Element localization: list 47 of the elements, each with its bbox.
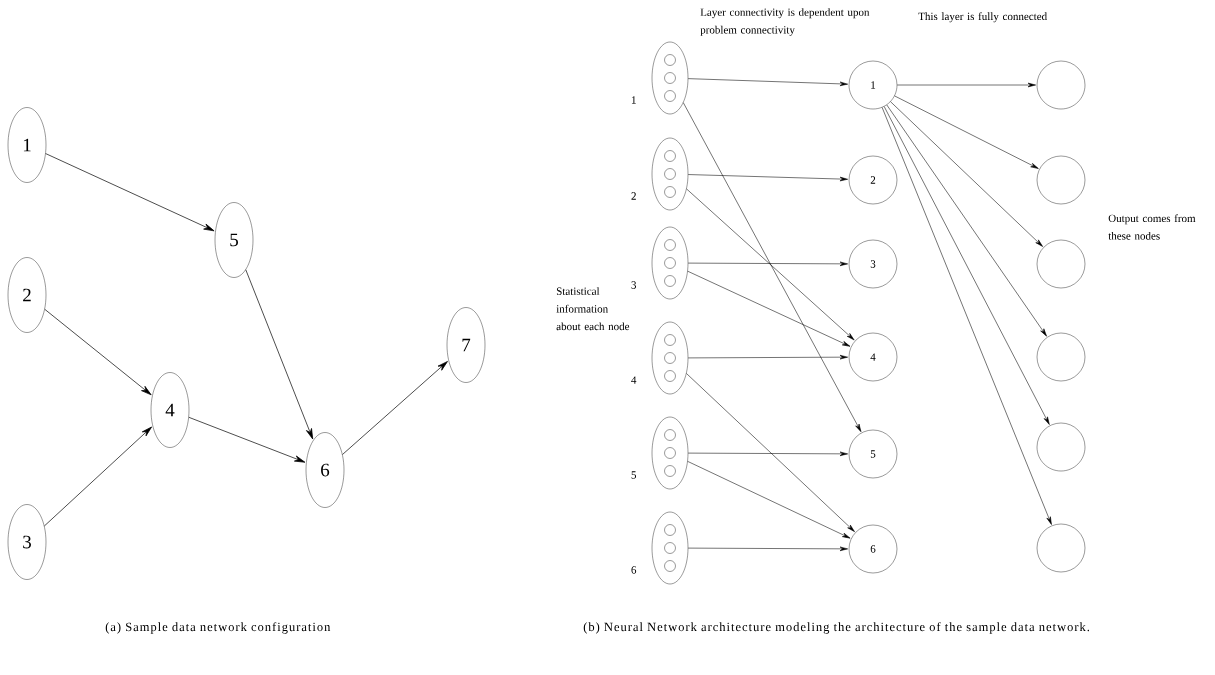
arrow: [245, 269, 314, 440]
annotation-text: Layer connectivity is dependent upon problem connectivity: [700, 8, 870, 36]
input-unit-drawing: [651, 226, 689, 300]
arrow: [44, 426, 152, 527]
caption: (a) Sample data network configuration: [105, 622, 331, 634]
arrow: [883, 106, 1050, 425]
annotation-text: This layer is fully connected: [918, 12, 1047, 23]
output-circle: [1036, 523, 1086, 573]
arrow: [686, 373, 855, 532]
arrow: [894, 95, 1039, 169]
output-circle: [1036, 239, 1086, 289]
arrow: [886, 104, 1047, 337]
input-unit-drawing: [651, 41, 689, 115]
output-circle: [1036, 422, 1086, 472]
unit-number: 2: [631, 192, 636, 200]
arrow: [686, 188, 855, 341]
arrow: [683, 102, 862, 432]
output-circle: [1036, 332, 1086, 382]
arrow: [896, 82, 1036, 88]
unit-number: 3: [631, 281, 637, 289]
unit-number: 5: [631, 471, 637, 479]
arrow: [687, 461, 851, 539]
annotation-text: Output comes from these nodes: [1108, 214, 1196, 240]
output-circle: [1036, 60, 1086, 110]
arrow: [45, 153, 215, 232]
unit-number: 4: [631, 376, 637, 384]
arrow: [687, 174, 848, 182]
unit-number: 6: [631, 566, 637, 574]
input-unit-drawing: [651, 416, 689, 490]
input-unit-drawing: [651, 511, 689, 585]
arrow: [188, 416, 306, 463]
arrow: [342, 361, 448, 455]
unit-number: 1: [631, 96, 636, 104]
arrow: [44, 308, 152, 396]
arrow: [687, 546, 848, 552]
arrow: [881, 107, 1052, 525]
arrow: [687, 261, 848, 267]
caption: (b) Neural Network architecture modeling the architecture of the sample data network.: [583, 622, 1090, 634]
input-unit-drawing: [651, 137, 689, 211]
arrow: [687, 270, 851, 347]
arrow: [890, 101, 1043, 247]
annotation-text: Statistical information about each node: [556, 287, 630, 331]
output-circle: [1036, 155, 1086, 205]
arrow: [687, 354, 848, 360]
input-unit-drawing: [651, 321, 689, 395]
arrow: [687, 78, 848, 87]
arrow: [687, 451, 848, 457]
